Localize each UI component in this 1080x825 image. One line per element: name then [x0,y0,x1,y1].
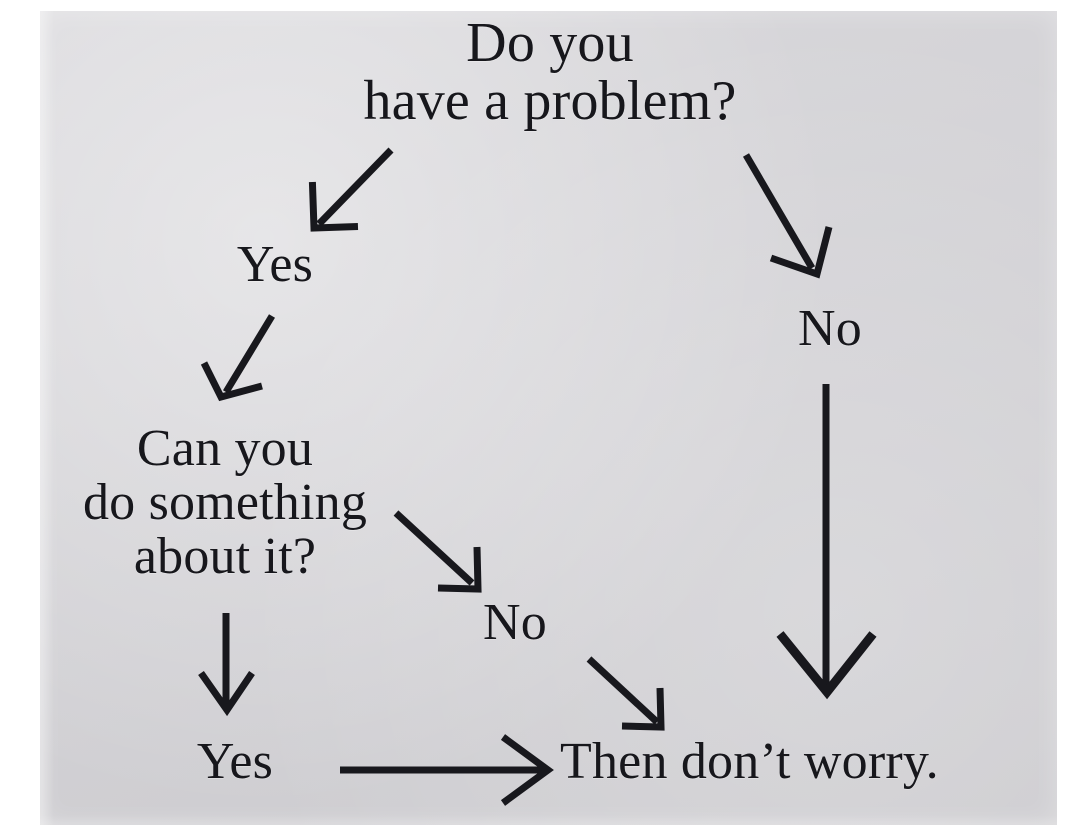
node-conclusion: Then don’t worry. [560,733,939,790]
node-label-yes-bottom: Yes [196,733,274,790]
node-label-yes-top: Yes [236,236,314,293]
node-action-question: Can you do something about it? [82,420,368,586]
node-label-no-middle: No [483,594,547,651]
node-label-no-right: No [798,300,862,357]
node-root-question: Do you have a problem? [363,12,737,133]
scanned-paper-panel [40,11,1057,825]
